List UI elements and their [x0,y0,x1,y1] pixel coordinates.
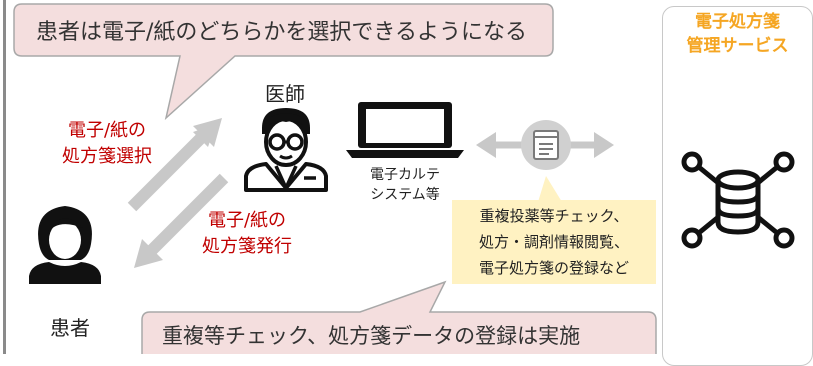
issue-label-line-1: 電子/紙の [207,210,287,231]
service-title-line-1: 電子処方箋 [695,12,780,32]
doctor-label: 医師 [265,82,305,106]
features-note [452,200,656,284]
patient-icon [29,206,101,284]
doctor-icon [244,108,328,192]
select-prescription-label: 電子/紙の 処方箋選択 [42,118,172,170]
left-divider [3,0,6,354]
data-exchange-arrow [476,120,614,170]
laptop-icon [346,102,464,158]
features-line-3: 電子処方箋の登録など [478,259,629,277]
patient-doctor-arrows [127,118,229,268]
patient-label: 患者 [50,316,90,340]
features-line-2: 処方・調剤情報閲覧、 [478,233,629,251]
top-callout-text: 患者は電子/紙のどちらかを選択できるようになる [36,20,527,45]
bottom-callout-text: 重複等チェック、処方箋データの登録は実施 [162,324,581,348]
service-title-line-2: 管理サービス [686,36,789,56]
issue-prescription-label: 電子/紙の 処方箋発行 [182,208,312,260]
document-icon [533,130,559,160]
database-network-icon [681,151,795,249]
ehr-system-label: 電子カルテ システム等 [350,165,460,205]
features-note-text: 重複投薬等チェック、 処方・調剤情報閲覧、 電子処方箋の登録など [452,203,656,281]
bottom-callout-bubble [141,280,657,354]
ehr-label-line-2: システム等 [370,187,440,203]
features-line-1: 重複投薬等チェック、 [479,207,629,225]
select-label-line-2: 処方箋選択 [62,146,152,167]
top-callout-bubble [13,3,554,121]
ehr-label-line-1: 電子カルテ [370,167,440,183]
service-title: 電子処方箋 管理サービス [662,10,813,58]
select-label-line-1: 電子/紙の [67,120,147,141]
note-pointer [538,176,562,202]
issue-label-line-2: 処方箋発行 [202,236,292,257]
